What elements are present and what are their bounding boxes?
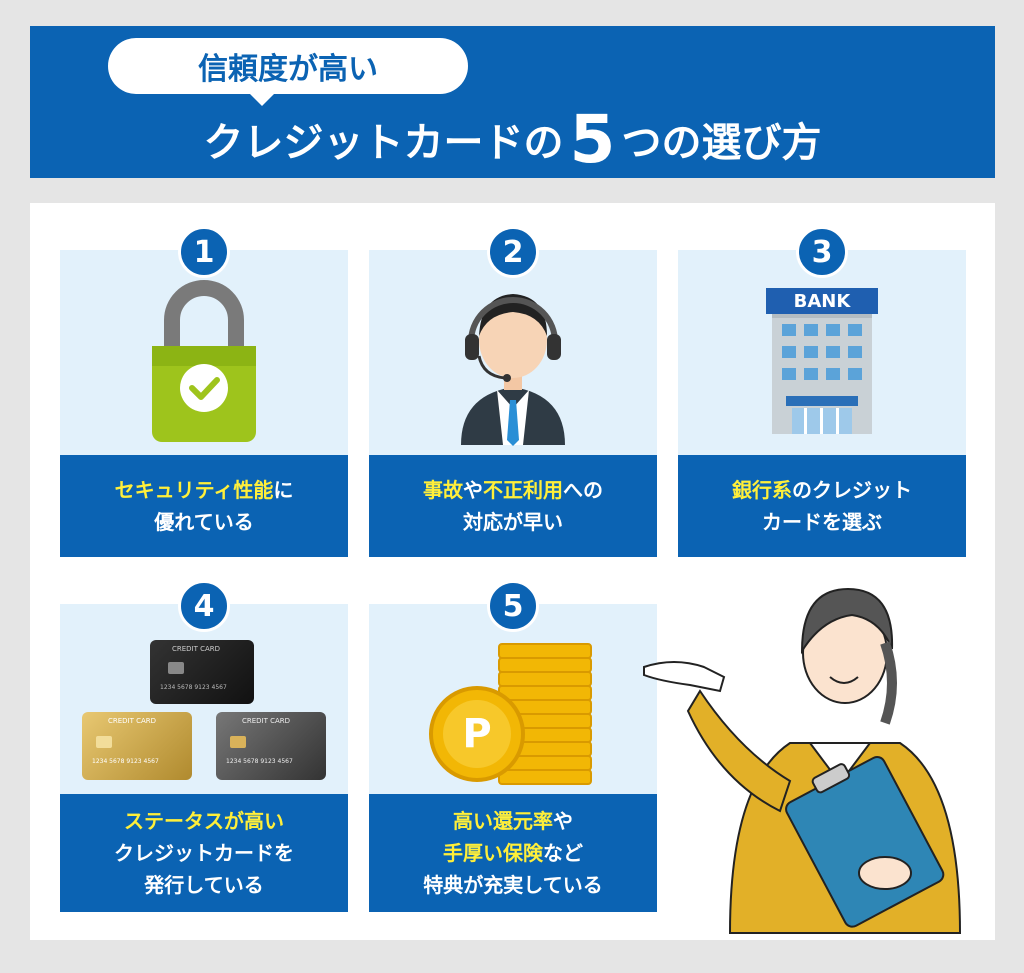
caption-text: に [273, 478, 294, 502]
caption-line3: 特典が充実している [423, 873, 603, 897]
bubble-text: 信頼度が高い [198, 52, 378, 87]
card-caption: 高い還元率や 手厚い保険など 特典が充実している [369, 794, 657, 912]
card-illustration: CREDIT CARD 1234 5678 9123 4567 CREDIT C… [60, 604, 348, 794]
card-number-badge: 2 [487, 226, 539, 278]
caption-text: のクレジット [792, 478, 912, 502]
card-number-badge: 3 [796, 226, 848, 278]
caption-highlight-2: 不正利用 [483, 478, 563, 502]
card-illustration [60, 250, 348, 455]
operator-headset-icon [461, 294, 565, 446]
card-caption: 銀行系のクレジット カードを選ぶ [678, 455, 966, 557]
card-illustration: BANK [678, 250, 966, 455]
caption-line3: 発行している [144, 873, 264, 897]
title-part1: クレジットカードの [203, 120, 564, 166]
padlock-icon [152, 280, 256, 442]
content-panel: 1 セキュリティ性能に 優れている 2 [30, 203, 995, 940]
chip-icon [230, 736, 246, 748]
title-part2: つの選び方 [621, 120, 822, 166]
card-label: CREDIT CARD [108, 717, 157, 725]
black-credit-card: CREDIT CARD 1234 5678 9123 4567 [150, 640, 254, 704]
businesswoman-illustration [643, 587, 962, 934]
card-caption: ステータスが高い クレジットカードを 発行している [60, 794, 348, 912]
card-caption: 事故や不正利用への 対応が早い [369, 455, 657, 557]
speech-bubble: 信頼度が高い [108, 38, 468, 94]
caption-line2: カードを選ぶ [762, 510, 882, 534]
card-label: CREDIT CARD [172, 645, 221, 653]
bank-sign: BANK [766, 288, 878, 314]
card-caption: セキュリティ性能に 優れている [60, 455, 348, 557]
card-illustration [369, 250, 657, 455]
caption-highlight: セキュリティ性能 [114, 478, 274, 502]
card-number-text: 1234 5678 9123 4567 [92, 758, 159, 765]
card-number-text: 1234 5678 9123 4567 [160, 684, 227, 691]
caption-line2: 対応が早い [463, 510, 563, 534]
caption-highlight: ステータスが高い [124, 809, 284, 833]
caption-highlight-2: 手厚い保険 [443, 841, 543, 865]
card-illustration: P [369, 604, 657, 794]
caption-text-2: など [543, 841, 583, 865]
caption-line2: 優れている [154, 510, 254, 534]
caption-text-2: への [563, 478, 603, 502]
card-label: CREDIT CARD [242, 717, 291, 725]
caption-text: や [463, 478, 483, 502]
card-number-text: 1234 5678 9123 4567 [226, 758, 293, 765]
header-banner: 信頼度が高い クレジットカードの 5 つの選び方 [30, 26, 995, 178]
chip-icon [96, 736, 112, 748]
coin-stack-icon [429, 643, 592, 785]
card-number-badge: 5 [487, 580, 539, 632]
caption-text: や [553, 809, 573, 833]
caption-highlight: 事故 [423, 478, 463, 502]
card-number-badge: 4 [178, 580, 230, 632]
title-number: 5 [569, 100, 616, 178]
coin-letter: P [462, 711, 492, 757]
card-number-badge: 1 [178, 226, 230, 278]
caption-highlight: 銀行系 [732, 478, 792, 502]
chip-icon [168, 662, 184, 674]
caption-highlight: 高い還元率 [453, 809, 553, 833]
bubble-tail [248, 92, 276, 106]
caption-line2: クレジットカードを [114, 841, 294, 865]
platinum-credit-card: CREDIT CARD 1234 5678 9123 4567 [216, 712, 326, 780]
bank-building-icon [772, 312, 872, 434]
gold-credit-card: CREDIT CARD 1234 5678 9123 4567 [82, 712, 192, 780]
page-title: クレジットカードの 5 つの選び方 [30, 100, 995, 178]
